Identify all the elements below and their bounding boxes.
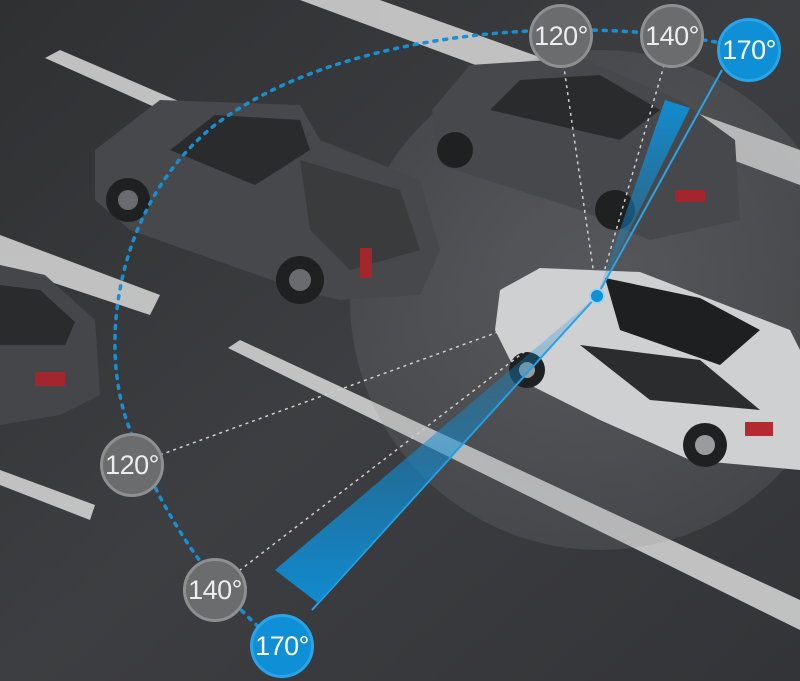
blue-beam-top xyxy=(597,100,690,296)
pickup-truck xyxy=(95,100,440,304)
fov-boundary-lines xyxy=(134,37,673,591)
angle-label-140-left: 140° xyxy=(183,558,247,622)
angle-label-170-top: 170° xyxy=(717,18,781,82)
angle-label-120-top: 120° xyxy=(529,4,593,68)
car-left-dark xyxy=(0,265,100,425)
beam-axis xyxy=(596,69,723,297)
camera-point xyxy=(589,288,605,304)
car-top-right xyxy=(432,58,740,240)
coverage-arc xyxy=(113,28,747,647)
beam-axis-lower xyxy=(311,295,598,611)
blue-beam-bottom xyxy=(275,296,597,603)
angle-label-170-left: 170° xyxy=(250,614,314,678)
angle-label-120-left: 120° xyxy=(100,433,164,497)
angle-label-140-top: 140° xyxy=(640,4,704,68)
